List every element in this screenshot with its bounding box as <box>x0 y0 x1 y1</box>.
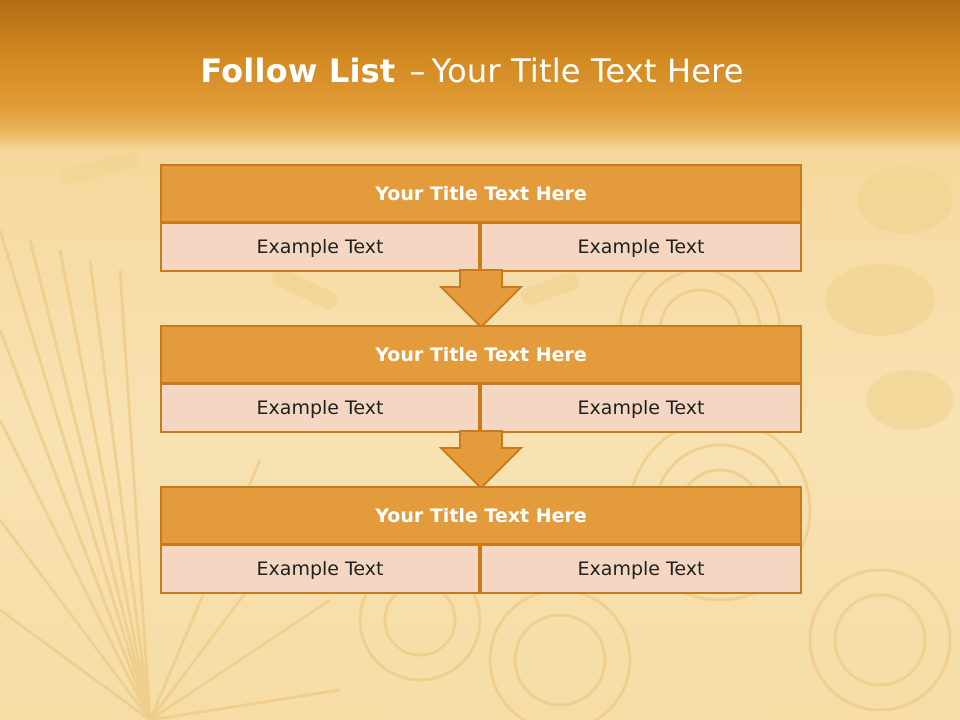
block-cell-right: Example Text <box>480 222 802 272</box>
block-cell-right: Example Text <box>480 383 802 433</box>
slide-title: Follow List–Your Title Text Here <box>0 52 944 90</box>
slide-title-separator: – <box>409 52 426 90</box>
block-cell-left: Example Text <box>160 383 480 433</box>
title-bar <box>0 0 960 150</box>
block-cell-right: Example Text <box>480 544 802 594</box>
slide-title-bold: Follow List <box>200 52 396 90</box>
down-arrow-icon <box>439 430 523 490</box>
block-cell-left: Example Text <box>160 544 480 594</box>
down-arrow-icon <box>439 269 523 329</box>
slide-title-rest: Your Title Text Here <box>431 52 744 90</box>
block-title: Your Title Text Here <box>160 164 802 223</box>
block-cell-left: Example Text <box>160 222 480 272</box>
block-title: Your Title Text Here <box>160 325 802 384</box>
block-title: Your Title Text Here <box>160 486 802 545</box>
